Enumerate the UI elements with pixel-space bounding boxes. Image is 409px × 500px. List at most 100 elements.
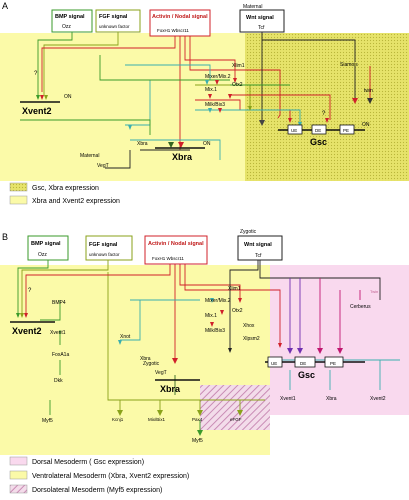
twin-label: twin bbox=[364, 88, 373, 94]
wnt-signal-sub: Tcf bbox=[258, 25, 265, 31]
legend-a-item-2: Xbra and Xvent2 expression bbox=[32, 198, 120, 205]
bmp-signal-title-b: BMP signal bbox=[31, 241, 61, 247]
gsc-ue-box bbox=[287, 124, 303, 135]
activin-signal-box-b bbox=[144, 235, 208, 265]
fgf-signal-sub: unknown factor bbox=[99, 24, 130, 29]
activin-signal-title: Activin / Nodal signal bbox=[152, 14, 208, 20]
cerberus-label: Cerberus bbox=[350, 304, 371, 310]
xbra-label-b: Xbra bbox=[160, 384, 181, 394]
zygotic-vegt-label: Zygotic bbox=[143, 361, 160, 367]
maternal-top-label: Maternal bbox=[243, 4, 262, 10]
panel-a-question-2: ? bbox=[322, 111, 326, 117]
fgf-signal-title-b: FGF signal bbox=[89, 242, 118, 248]
gsc-on-label: ON bbox=[362, 122, 370, 128]
xnot-label: Xnot bbox=[120, 334, 131, 340]
legend-a-swatch-2 bbox=[9, 195, 28, 205]
gsc-label: Gsc bbox=[310, 137, 327, 147]
fgf-signal-box-b bbox=[85, 235, 133, 261]
kcnj-label: Kcnj1 bbox=[112, 417, 124, 422]
xbra-right-label: Xbra bbox=[326, 396, 337, 402]
xbra-label: Xbra bbox=[172, 152, 193, 162]
bmp-signal-sub-b: Ozz bbox=[38, 252, 47, 258]
panel-a-question-1: ? bbox=[34, 71, 38, 77]
wnt-signal-title: Wnt signal bbox=[246, 15, 274, 21]
xhox-label: Xhox bbox=[243, 323, 255, 329]
xvent2-on-label: ON bbox=[64, 94, 72, 100]
dkk-label: Dkk bbox=[54, 378, 63, 384]
siamois-label: Siamois bbox=[340, 62, 358, 68]
vegt-label: VegT bbox=[97, 163, 109, 169]
panel-b-letter: B bbox=[2, 232, 8, 242]
myf5-label-left: Myf5 bbox=[42, 418, 53, 424]
pax4-label: Pax4 bbox=[192, 417, 203, 422]
xvent1-right-label: Xvent1 bbox=[280, 396, 296, 402]
gsc-de-box-b bbox=[294, 356, 316, 368]
bmp-signal-box-b bbox=[27, 235, 69, 261]
gsc-pe-box-b bbox=[324, 356, 344, 368]
mix1-label-b: Mix.1 bbox=[205, 313, 217, 319]
panel-b: B BMP signal Ozz FGF signal unknown fact… bbox=[0, 229, 409, 455]
panel-a: A BMP signal Ozz FGF signal unknown fact… bbox=[0, 1, 409, 181]
panel-b-arrowheads bbox=[16, 298, 343, 436]
activin-signal-box bbox=[149, 9, 211, 37]
gsc-ue-box-b bbox=[267, 356, 283, 368]
gsc-ue-label: UE bbox=[291, 128, 297, 133]
xbra-input-label: Xbra bbox=[137, 141, 148, 147]
legend-b-swatch-3 bbox=[9, 484, 28, 494]
legend-b-item-1: Dorsal Mesoderm ( Gsc expression) bbox=[32, 459, 144, 466]
legend-b: Dorsal Mesoderm ( Gsc expression) Ventro… bbox=[9, 456, 189, 494]
xvent2-right-label: Xvent2 bbox=[370, 396, 386, 402]
gsc-pe-label-b: PE bbox=[330, 361, 336, 366]
gsc-de-label: DE bbox=[315, 128, 321, 133]
activin-signal-sub-b: FoxH1 Wbscr11 bbox=[152, 256, 184, 261]
activin-signal-title-b: Activin / Nodal signal bbox=[148, 241, 204, 247]
gsc-pe-box bbox=[339, 124, 355, 135]
mixbix-label: Mix/Bix1 bbox=[148, 417, 165, 422]
vegt-label-b: VegT bbox=[155, 370, 167, 376]
maternal-vegt-label: Maternal bbox=[80, 153, 99, 159]
xvent2-label-b: Xvent2 bbox=[12, 326, 42, 336]
bmp4-label: BMP4 bbox=[52, 300, 66, 306]
wnt-signal-title-b: Wnt signal bbox=[244, 242, 272, 248]
gsc-ue-label-b: UE bbox=[271, 361, 277, 366]
foxa1a-label: FoxA1a bbox=[52, 352, 69, 358]
panel-a-letter: A bbox=[2, 1, 8, 11]
wnt-signal-sub-b: Tcf bbox=[255, 253, 262, 259]
xvent1-label-b: Xvent1 bbox=[50, 330, 66, 336]
otx2-label: Otx2 bbox=[232, 82, 243, 88]
milk-label-b: Milk/Bix3 bbox=[205, 328, 225, 334]
xvent2-label: Xvent2 bbox=[22, 106, 52, 116]
wnt-signal-box-b bbox=[237, 235, 283, 261]
xlim1-label: Xlim1 bbox=[232, 63, 245, 69]
xbra-input-label-b: Xbra bbox=[140, 356, 151, 362]
mixer-label: Mixer/Mix.2 bbox=[205, 74, 231, 80]
legend-b-item-3: Dorsolateral Mesoderm (Myf5 expression) bbox=[32, 487, 162, 494]
panel-a-arrowheads bbox=[36, 78, 373, 148]
legend-b-item-2: Ventrolateral Mesoderm (Xbra, Xvent2 exp… bbox=[32, 473, 189, 480]
gsc-de-label-b: DE bbox=[300, 361, 306, 366]
panel-b-connectors bbox=[17, 260, 400, 432]
bmp-signal-title: BMP signal bbox=[55, 14, 85, 20]
legend-a-swatch-1 bbox=[9, 182, 28, 192]
legend-b-swatch-1 bbox=[9, 456, 28, 466]
efgf-label: eFGF bbox=[230, 417, 242, 422]
activin-signal-sub: FoxH1 Wbscr11 bbox=[157, 28, 189, 33]
mix1-label: Mix.1 bbox=[205, 87, 217, 93]
zygotic-top-label: Zygotic bbox=[240, 229, 257, 235]
panel-b-question: ? bbox=[28, 288, 32, 294]
legend-b-swatch-2 bbox=[9, 470, 28, 480]
bmp-signal-sub: Ozz bbox=[62, 24, 71, 30]
otx2-label-b: Otx2 bbox=[232, 308, 243, 314]
twin-label-b: Twin bbox=[370, 289, 378, 294]
xbra-on-label: ON bbox=[203, 141, 211, 147]
fgf-signal-sub-b: unknown factor bbox=[89, 252, 120, 257]
dorsal-region bbox=[270, 265, 409, 415]
legend-a: Gsc, Xbra expression Xbra and Xvent2 exp… bbox=[9, 182, 120, 205]
gsc-xbra-region bbox=[245, 33, 409, 181]
fgf-signal-title: FGF signal bbox=[99, 14, 128, 20]
panel-a-connectors bbox=[20, 32, 371, 169]
mixer-label-b: Mixer/Mix.2 bbox=[205, 298, 231, 304]
dorsolateral-region bbox=[200, 385, 270, 430]
legend-a-item-1: Gsc, Xbra expression bbox=[32, 185, 99, 192]
